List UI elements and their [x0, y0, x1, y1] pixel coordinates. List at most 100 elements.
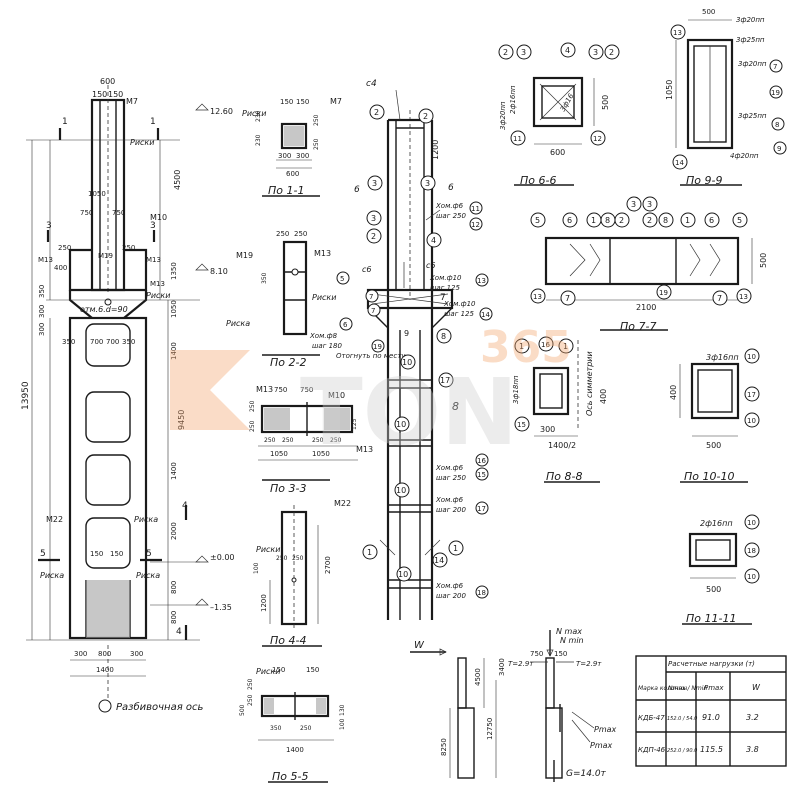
s11-dim-8: 300 [278, 152, 291, 160]
rebar-label-25: 7 [371, 307, 375, 315]
scheme2-label-6: Pmax [594, 725, 617, 734]
table-col-mark: Марка колонны [638, 685, 688, 692]
s77-label-15: 19 [659, 289, 668, 297]
s77-label-10: 6 [709, 216, 714, 225]
elev-dim-17: 400 [54, 264, 67, 272]
rebar-label-47: 14 [434, 556, 444, 565]
s99-label-8: 3ф25пп [738, 112, 767, 120]
elev-dim-37: 1400 [170, 462, 178, 480]
s77-label-5: 3 [631, 200, 636, 209]
s66-label-8: 500 [601, 95, 610, 110]
watermark-top: 365 [480, 322, 572, 373]
s66-label-3: 3 [593, 48, 598, 57]
elev-dim-1: 150 [92, 90, 107, 99]
s66-label-2: 4 [565, 46, 570, 55]
s66-label-1: 3 [521, 48, 526, 57]
s99-label-4: 7 [773, 63, 777, 71]
elev-dim-48: 800 [170, 581, 178, 594]
s11-dim-0: Риски [242, 109, 266, 118]
s88-label-6: 15 [517, 421, 526, 429]
table-row-0-p: 91.0 [702, 713, 720, 722]
elev-dim-18: M13 [38, 256, 53, 264]
s66-label-6: 2ф16пп [509, 85, 517, 114]
elev-dim-24: 300 [38, 305, 46, 318]
s44-dim-3: 250 [292, 555, 304, 562]
rebar-label-38: 16 [477, 457, 486, 465]
rebar-label-16: c6 [426, 261, 436, 270]
rebar-label-22: 14 [481, 311, 490, 319]
rebar-label-17: Хом.ф10 [429, 274, 462, 282]
s22-dim-8: Хом.ф8 [309, 332, 338, 340]
load-table: Расчетные нагрузки (т) Марка колонны Nma… [635, 655, 787, 767]
scheme1-label-1: 4500 [474, 668, 482, 686]
elev-dim-36: 9450 [177, 410, 186, 430]
elev-dim-4: 1 [62, 117, 68, 127]
s44-title: По 4-4 [270, 634, 306, 647]
elev-dim-25: 300 [38, 323, 46, 336]
elev-dim-57: Разбивочная ось [116, 701, 204, 713]
scheme-vertical-loads: N max N min T=2.9т 750 150 T=2.9т Pmax P… [508, 627, 617, 782]
s99-label-0: 500 [702, 8, 715, 16]
s22-dim-0: M19 [236, 251, 253, 260]
rebar-label-41: Хом.ф6 [435, 496, 464, 504]
main-elevation: 600 150 150 M7 1 1 Риски 12.60 4500 1050… [21, 77, 235, 713]
rebar-label-8: Хом.ф6 [435, 202, 464, 210]
section-1-1: Риски 150 150 M7 230 230 250 250 300 300… [242, 97, 342, 197]
table-header-top: Расчетные нагрузки (т) [668, 660, 755, 668]
s66-label-7: 3ф16 [559, 92, 576, 113]
rebar-label-0: c4 [366, 79, 377, 89]
s1010-label-2: 400 [669, 385, 678, 400]
s22-dim-1: 250 [276, 230, 289, 238]
s55-dim-4: 250 [247, 694, 254, 706]
s1111-label-0: 2ф16пп [700, 519, 733, 528]
s88-label-0: 1 [519, 342, 524, 351]
section-11-11: 2ф16пп 10 18 10 500 По 11-11 [682, 514, 760, 625]
s88-label-5: 400 [599, 389, 608, 404]
s11-dim-7: 250 [313, 138, 320, 150]
rebar-label-31: 9 [404, 329, 409, 338]
rebar-label-12: 3 [371, 214, 376, 223]
elev-dim-27: M13 [150, 280, 165, 288]
s77-label-6: 3 [647, 200, 652, 209]
table-sub-col-2: W [752, 683, 761, 692]
elev-dim-40: 5 [40, 549, 46, 559]
s88-label-2: 1 [563, 342, 568, 351]
s1111-title: По 11-11 [686, 612, 736, 625]
s33-dim-11: 250 [330, 437, 342, 444]
table-row-1-w: 3.8 [746, 745, 759, 754]
watermark: 365 TON [170, 322, 572, 466]
s44-dim-5: 100 [253, 562, 260, 574]
s77-label-3: 8 [605, 216, 610, 225]
table-row-0-mark: КДБ-47 [638, 714, 665, 722]
s55-dim-7: 250 [300, 725, 312, 732]
s99-label-1: 13 [673, 29, 682, 37]
elev-dim-38: M22 [46, 515, 63, 524]
s77-label-11: 5 [737, 216, 742, 225]
s66-label-0: 2 [503, 48, 508, 57]
s33-dim-10: 250 [312, 437, 324, 444]
s33-dim-0: M13 [256, 385, 273, 394]
elev-dim-8: 4500 [173, 170, 182, 190]
s99-label-10: 14 [675, 159, 684, 167]
s33-dim-7: M13 [356, 445, 373, 454]
scheme-wind: W 4500 3400 8250 12750 [410, 640, 506, 779]
rebar-label-27: 6 [343, 321, 348, 329]
elev-dim-28: 1050 [170, 300, 178, 318]
elev-dim-29: отм.6.d=90 [80, 305, 128, 314]
s11-dim-5: 230 [255, 134, 262, 146]
section-6-6: 2 3 4 3 2 3ф20пп 2ф16пп 3ф16 500 11 600 … [498, 42, 620, 187]
s88-title: По 8-8 [546, 470, 582, 483]
s55-dim-0: Риски [256, 667, 280, 676]
rebar-label-9: шаг 250 [436, 212, 467, 220]
scheme2-label-5: T=2.9т [576, 660, 602, 668]
rebar-label-18: шаг 125 [430, 284, 461, 292]
elev-dim-5: 1 [150, 117, 156, 127]
elev-dim-43: 150 [110, 550, 123, 558]
elev-dim-15: 250 [58, 244, 71, 252]
s22-dim-2: 250 [294, 230, 307, 238]
elev-dim-20: M19 [98, 252, 113, 260]
rebar-label-11: 12 [471, 221, 480, 229]
rebar-label-45: 1 [453, 544, 458, 553]
